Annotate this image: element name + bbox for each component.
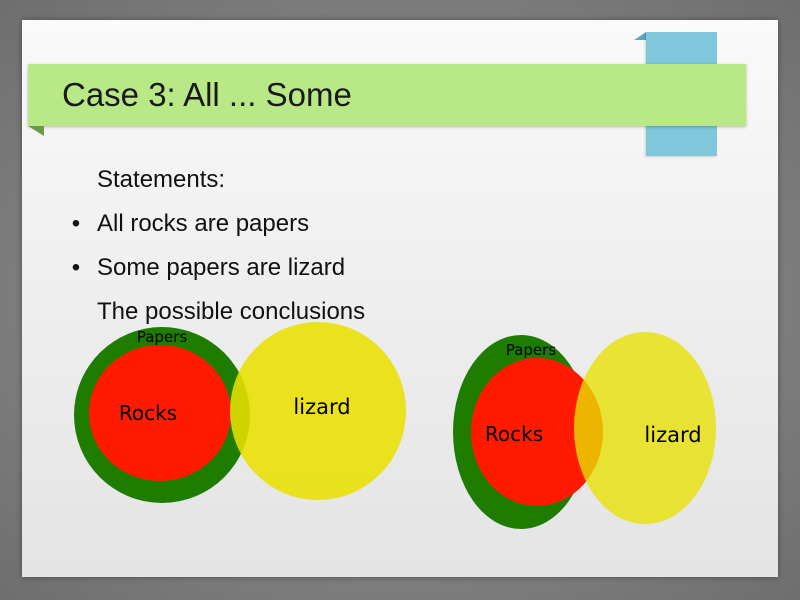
lizard-circle xyxy=(574,332,716,524)
bullet: • xyxy=(71,254,81,281)
slide-body: Statements: • All rocks are papers • Som… xyxy=(66,160,666,336)
tab-fold xyxy=(634,32,646,40)
statement-1: • All rocks are papers xyxy=(66,204,666,248)
papers-label: Papers xyxy=(137,328,187,346)
lizard-label: lizard xyxy=(644,423,701,447)
line-text: Some papers are lizard xyxy=(97,254,346,281)
line-text: The possible conclusions xyxy=(97,298,366,325)
line-text: All rocks are papers xyxy=(97,210,310,237)
statements-heading: Statements: xyxy=(66,160,666,204)
title-fold xyxy=(28,126,44,136)
lizard-circle xyxy=(230,322,406,500)
venn-diagram-1: Papers Rocks lizard xyxy=(74,322,406,503)
statement-2: • Some papers are lizard xyxy=(66,248,666,292)
title-bar: Case 3: All ... Some xyxy=(28,64,746,126)
line-text: Statements: xyxy=(97,166,226,193)
rocks-circle xyxy=(89,345,231,481)
rocks-label: Rocks xyxy=(485,422,543,446)
lizard-label: lizard xyxy=(293,395,350,419)
conclusions-heading: The possible conclusions xyxy=(66,292,666,336)
rocks-circle xyxy=(471,358,603,506)
papers-label: Papers xyxy=(506,341,556,359)
venn-diagram-2: Papers Rocks lizard xyxy=(453,332,716,529)
rocks-label: Rocks xyxy=(119,401,177,425)
bullet: • xyxy=(71,210,81,237)
slide-title: Case 3: All ... Some xyxy=(62,76,352,113)
